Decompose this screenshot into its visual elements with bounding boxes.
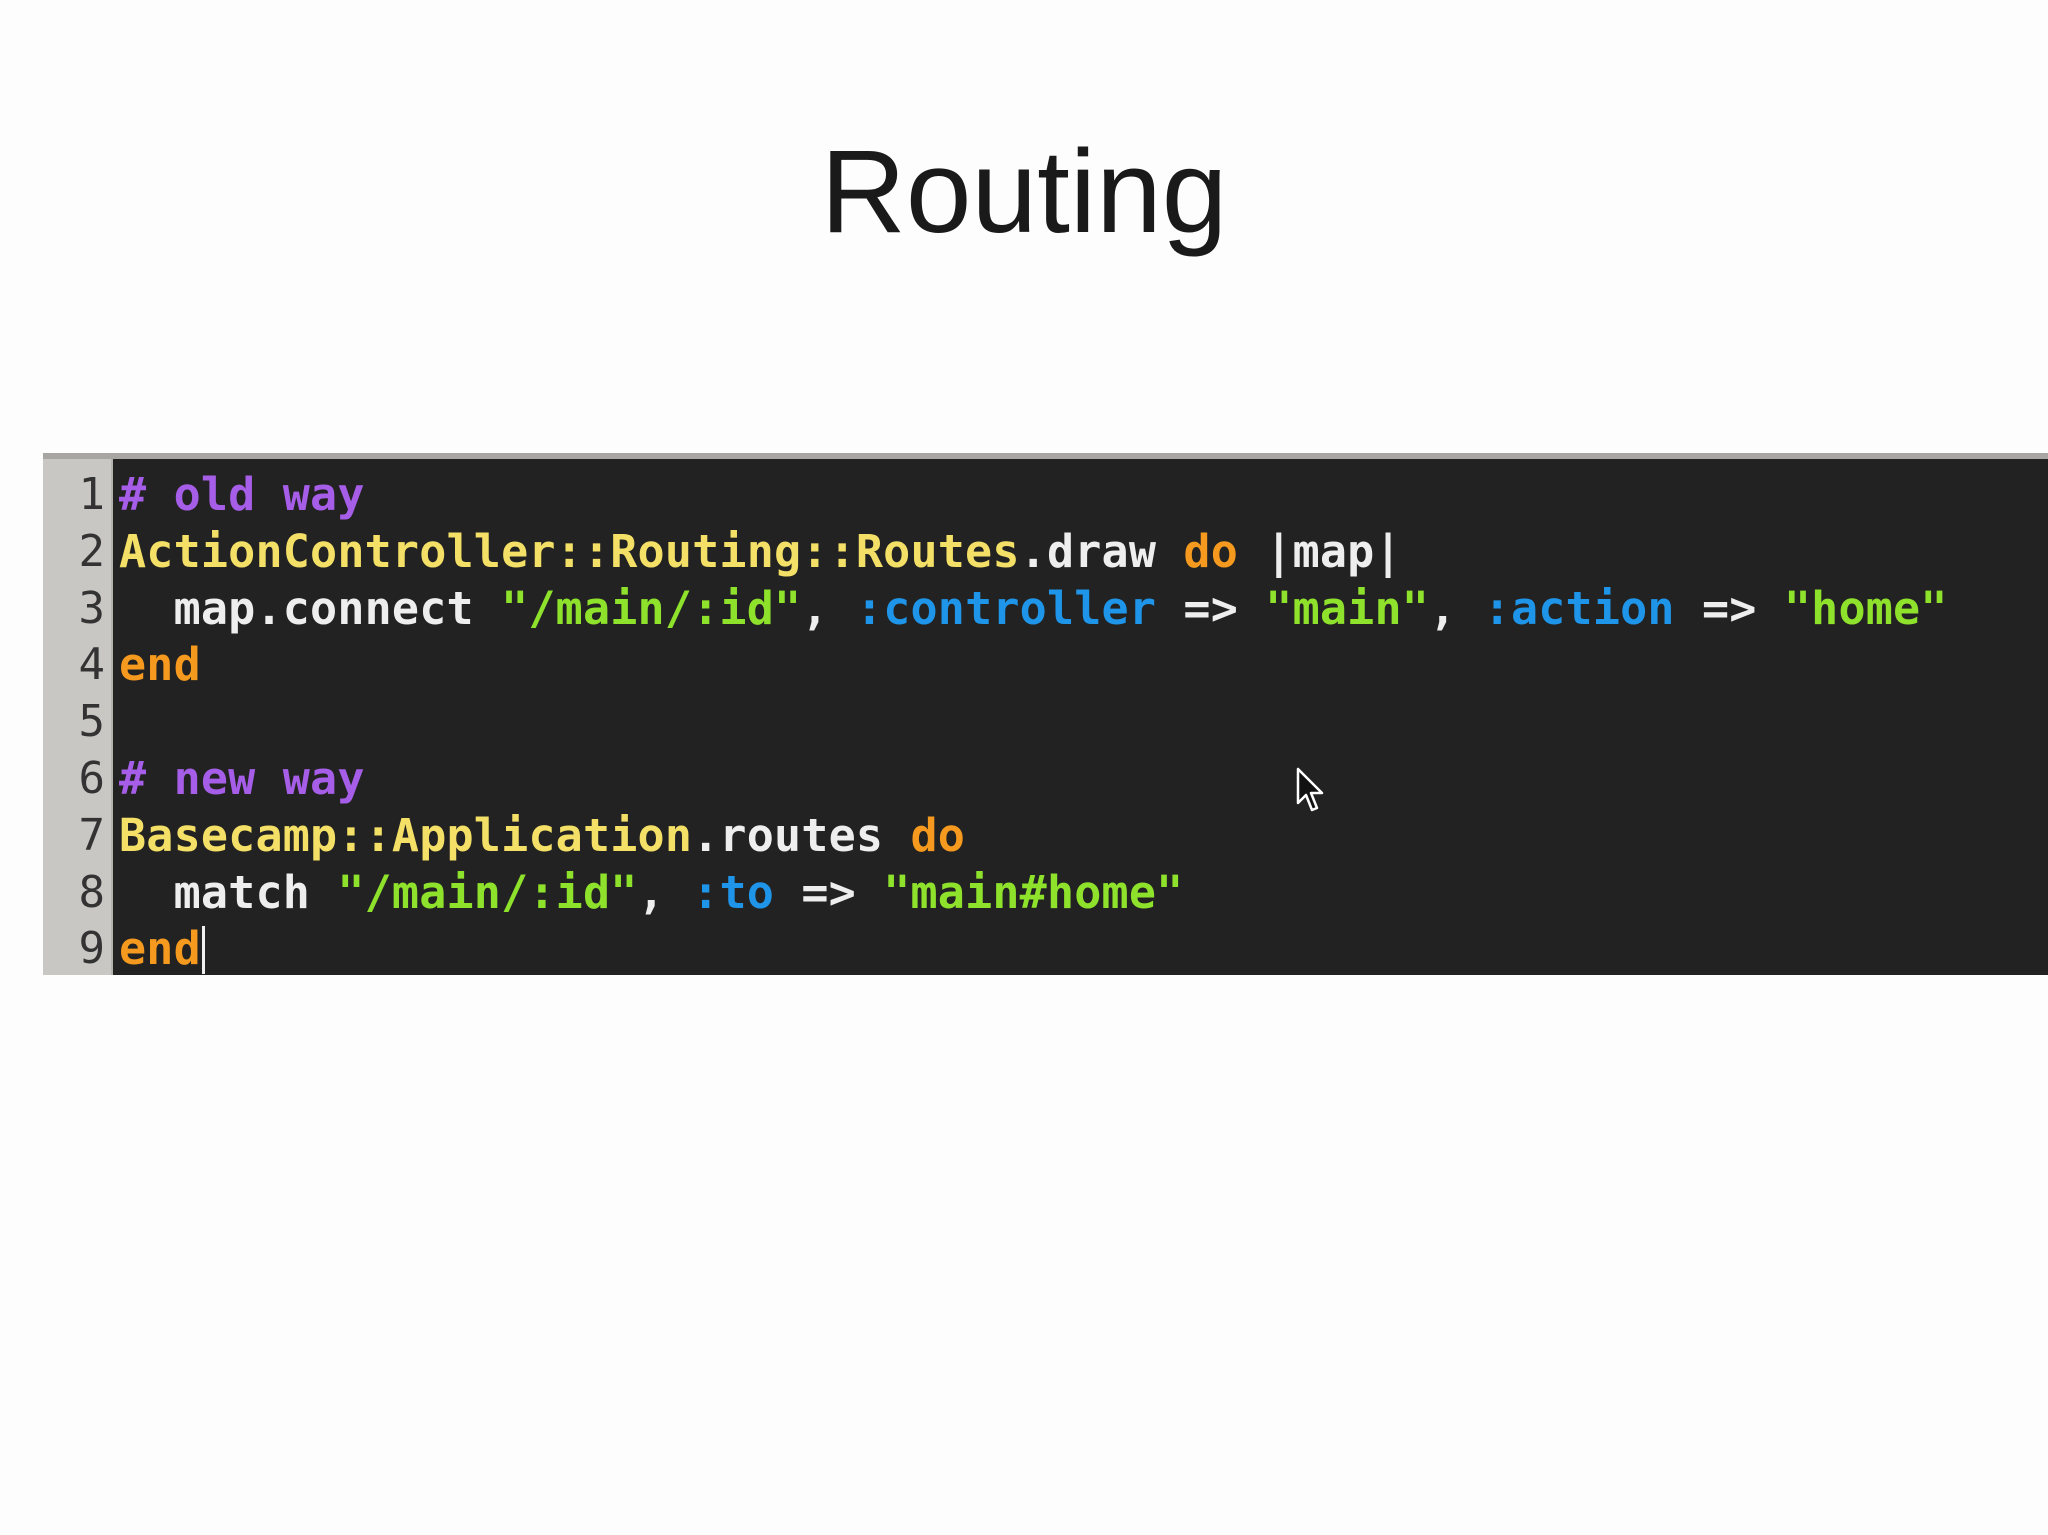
- code-token: =>: [1674, 581, 1784, 635]
- code-line[interactable]: 5: [43, 694, 2048, 751]
- code-token: "main": [1265, 581, 1430, 635]
- code-line-text: end: [119, 637, 201, 694]
- mouse-pointer-icon: [1296, 767, 1324, 812]
- code-token: "home": [1783, 581, 1948, 635]
- code-line[interactable]: 3 map.connect "/main/:id", :controller =…: [43, 581, 2048, 638]
- line-number: 7: [78, 809, 106, 861]
- code-token: |map|: [1238, 524, 1402, 578]
- line-number-gutter: [43, 459, 113, 975]
- code-token: ,: [637, 865, 693, 919]
- code-line[interactable]: 8 match "/main/:id", :to => "main#home": [43, 865, 2048, 922]
- code-token: =>: [774, 865, 884, 919]
- code-token: "/main/:id": [501, 581, 802, 635]
- code-line-text: end: [119, 921, 205, 975]
- code-line-text: # new way: [119, 751, 365, 808]
- code-token: :controller: [855, 581, 1157, 635]
- line-number: 1: [78, 469, 106, 520]
- code-token: ,: [1429, 581, 1484, 635]
- code-token: :action: [1483, 581, 1675, 635]
- code-token: .routes: [692, 808, 911, 862]
- code-token: map.connect: [119, 581, 502, 635]
- code-token: "/main/:id": [337, 865, 638, 919]
- code-token: # new way: [119, 751, 365, 805]
- code-line-text: map.connect "/main/:id", :controller => …: [119, 581, 1948, 638]
- code-token: .draw: [1019, 524, 1184, 578]
- code-line[interactable]: 6# new way: [43, 751, 2048, 808]
- text-caret: [201, 926, 205, 975]
- code-token: do: [910, 808, 966, 862]
- code-token: end: [119, 638, 201, 692]
- line-number: 2: [78, 525, 106, 577]
- line-number: 4: [78, 639, 106, 691]
- code-token: :to: [692, 865, 775, 919]
- code-token: match: [119, 865, 338, 919]
- code-token: =>: [1156, 581, 1266, 635]
- code-line-text: # old way: [119, 467, 365, 524]
- code-token: ,: [801, 581, 856, 635]
- code-line[interactable]: 1 # old way: [43, 467, 2048, 524]
- line-number: 6: [78, 752, 106, 804]
- line-number: 3: [78, 582, 106, 634]
- editor-tab-highlight: [1138, 453, 1396, 457]
- code-token: end: [119, 922, 201, 975]
- line-number: 8: [78, 866, 106, 918]
- code-line-text: ActionController::Routing::Routes.draw d…: [119, 524, 1402, 581]
- code-token: "main#home": [883, 865, 1184, 919]
- code-token: Basecamp::Application: [119, 808, 693, 862]
- code-line-text: Basecamp::Application.routes do: [119, 808, 965, 865]
- code-token: # old way: [119, 468, 365, 521]
- code-token: do: [1183, 524, 1239, 578]
- line-number: 9: [78, 923, 106, 975]
- code-token: ActionController::Routing::Routes: [119, 524, 1020, 578]
- code-line-text: match "/main/:id", :to => "main#home": [119, 865, 1184, 922]
- slide-title: Routing: [820, 126, 1228, 258]
- line-number: 5: [78, 696, 106, 748]
